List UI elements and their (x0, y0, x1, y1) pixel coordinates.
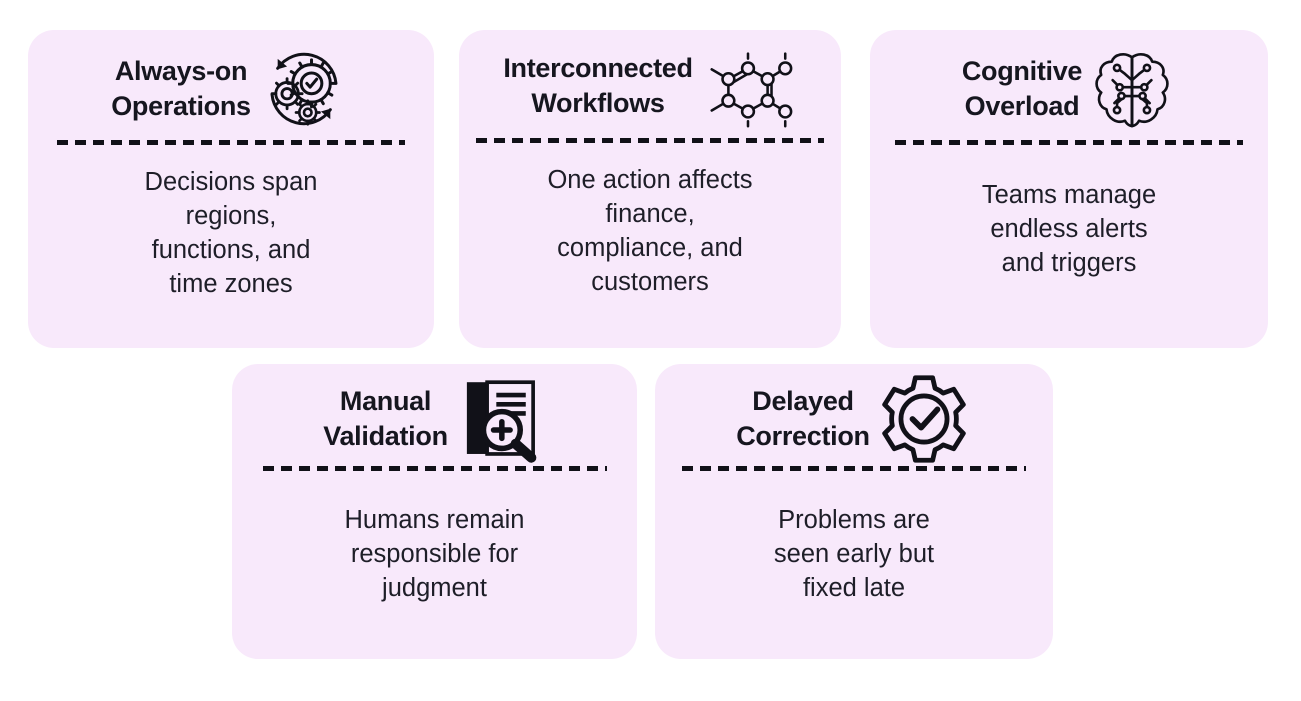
card-title: Manual Validation (323, 386, 448, 451)
brain-circuit-icon (1088, 45, 1176, 133)
card-divider (262, 466, 607, 471)
card-interconnected-workflows[interactable]: Interconnected Workflows (459, 30, 841, 348)
molecule-network-icon (699, 37, 797, 135)
card-delayed-correction[interactable]: Delayed Correction Problems are seen ear… (655, 364, 1053, 659)
card-divider (682, 466, 1026, 471)
gear-checkmark-icon (876, 371, 972, 467)
card-header: Cognitive Overload (870, 30, 1268, 134)
card-divider (57, 140, 405, 145)
card-cognitive-overload[interactable]: Cognitive Overload (870, 30, 1268, 348)
card-header: Always-on Operations (28, 30, 434, 134)
card-manual-validation[interactable]: Manual Validation (232, 364, 637, 659)
card-body-text: Humans remain responsible for judgment (344, 506, 525, 603)
card-divider (476, 138, 824, 143)
card-header: Interconnected Workflows (459, 30, 841, 132)
card-divider (895, 140, 1243, 145)
card-title: Delayed Correction (736, 386, 870, 451)
card-title: Always-on Operations (111, 56, 251, 121)
document-magnifier-icon (454, 373, 546, 465)
card-body-text: Problems are seen early but fixed late (773, 506, 935, 603)
card-header: Delayed Correction (655, 364, 1053, 463)
card-body-text: Teams manage endless alerts and triggers (981, 181, 1157, 278)
card-always-on-operations[interactable]: Always-on Operations (28, 30, 434, 348)
card-title: Cognitive Overload (961, 56, 1083, 121)
card-header: Manual Validation (232, 364, 637, 463)
card-body-text: Decisions span regions, functions, and t… (144, 168, 318, 299)
card-body-text: One action affects finance, compliance, … (547, 166, 753, 297)
gears-refresh-cycle-icon (257, 42, 351, 136)
card-title: Interconnected Workflows (503, 53, 693, 118)
